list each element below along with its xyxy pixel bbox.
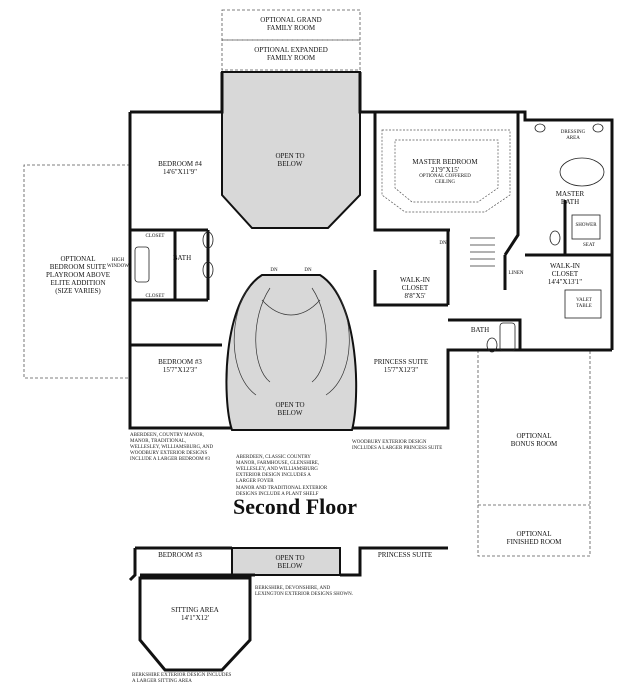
stair-dn-rear-label: DN <box>439 241 447 246</box>
high-window-label: HIGH WINDOW <box>107 258 129 269</box>
master-bath-label: MASTER BATH <box>555 190 585 206</box>
bedroom3-label: BEDROOM #3 15'7"X12'3" <box>158 358 202 374</box>
optional-bedroom-suite-label: OPTIONAL BEDROOM SUITE PLAYROOM ABOVE EL… <box>45 255 111 295</box>
seat-label: SEAT <box>583 243 595 248</box>
dressing-area-label: DRESSING AREA <box>560 130 586 141</box>
walkin-closet-master-label: WALK-IN CLOSET 14'4"X13'1" <box>547 262 583 286</box>
note-woodbury-princess-suite: WOODBURY EXTERIOR DESIGN INCLUDES A LARG… <box>352 440 443 451</box>
optional-bonus-room-label: OPTIONAL BONUS ROOM <box>510 432 558 448</box>
optional-expanded-family-room-label: OPTIONAL EXPANDED FAMILY ROOM <box>254 46 328 62</box>
optional-finished-room-label: OPTIONAL FINISHED ROOM <box>506 530 562 546</box>
walls <box>128 72 614 430</box>
inset-plan <box>128 546 448 672</box>
bath-label-left: BATH <box>172 254 192 262</box>
inset-open-to-below-label: OPEN TO BELOW <box>275 554 305 570</box>
linen-label: LINEN <box>508 271 524 276</box>
closet-label-lower: CLOSET <box>145 294 165 299</box>
inset-bedroom3-label: BEDROOM #3 <box>158 551 202 559</box>
inset-princess-suite-label: PRINCESS SUITE <box>377 551 433 559</box>
stair-dn-right-label: DN <box>304 268 312 273</box>
walkin-closet-small-label: WALK-IN CLOSET 8'8"X5' <box>400 276 430 300</box>
stair <box>233 237 495 396</box>
princess-suite-label: PRINCESS SUITE 15'7"X12'3" <box>373 358 429 374</box>
bedroom4-label: BEDROOM #4 14'6"X11'9" <box>158 160 202 176</box>
closet-label-upper: CLOSET <box>145 234 165 239</box>
bath-label-right: BATH <box>470 326 490 334</box>
note-berkshire-shown: BERKSHIRE, DEVONSHIRE, AND LEXINGTON EXT… <box>255 586 353 597</box>
note-plant-shelf: MANOR AND TRADITIONAL EXTERIOR DESIGNS I… <box>236 486 328 497</box>
note-aberdeen-larger-bedroom3: ABERDEEN, COUNTRY MANOR, MANOR, TRADITIO… <box>130 433 214 462</box>
fixtures <box>134 123 605 353</box>
open-areas <box>221 71 361 431</box>
note-aberdeen-larger-foyer: ABERDEEN, CLASSIC COUNTRY MANOR, FARMHOU… <box>236 455 320 484</box>
open-to-below-foyer-label: OPEN TO BELOW <box>275 401 305 417</box>
stair-dn-left-label: DN <box>270 268 278 273</box>
optional-rooms-dashed <box>23 9 591 557</box>
floor-title: Second Floor <box>233 494 358 519</box>
optional-grand-family-room-label: OPTIONAL GRAND FAMILY ROOM <box>260 16 322 32</box>
valet-table-label: VALET TABLE <box>576 298 592 309</box>
note-berkshire-sitting-area: BERKSHIRE EXTERIOR DESIGN INCLUDES A LAR… <box>132 673 232 684</box>
master-bedroom-label: MASTER BEDROOM 21'9"X15' <box>412 158 478 174</box>
open-to-below-top-label: OPEN TO BELOW <box>275 152 305 168</box>
coffered-ceiling <box>381 129 511 213</box>
optional-coffered-label: OPTIONAL COFFERED CEILING <box>419 174 471 185</box>
shower-label: SHOWER <box>575 223 597 228</box>
inset-sitting-area-label: SITTING AREA 14'1"X12' <box>171 606 219 622</box>
